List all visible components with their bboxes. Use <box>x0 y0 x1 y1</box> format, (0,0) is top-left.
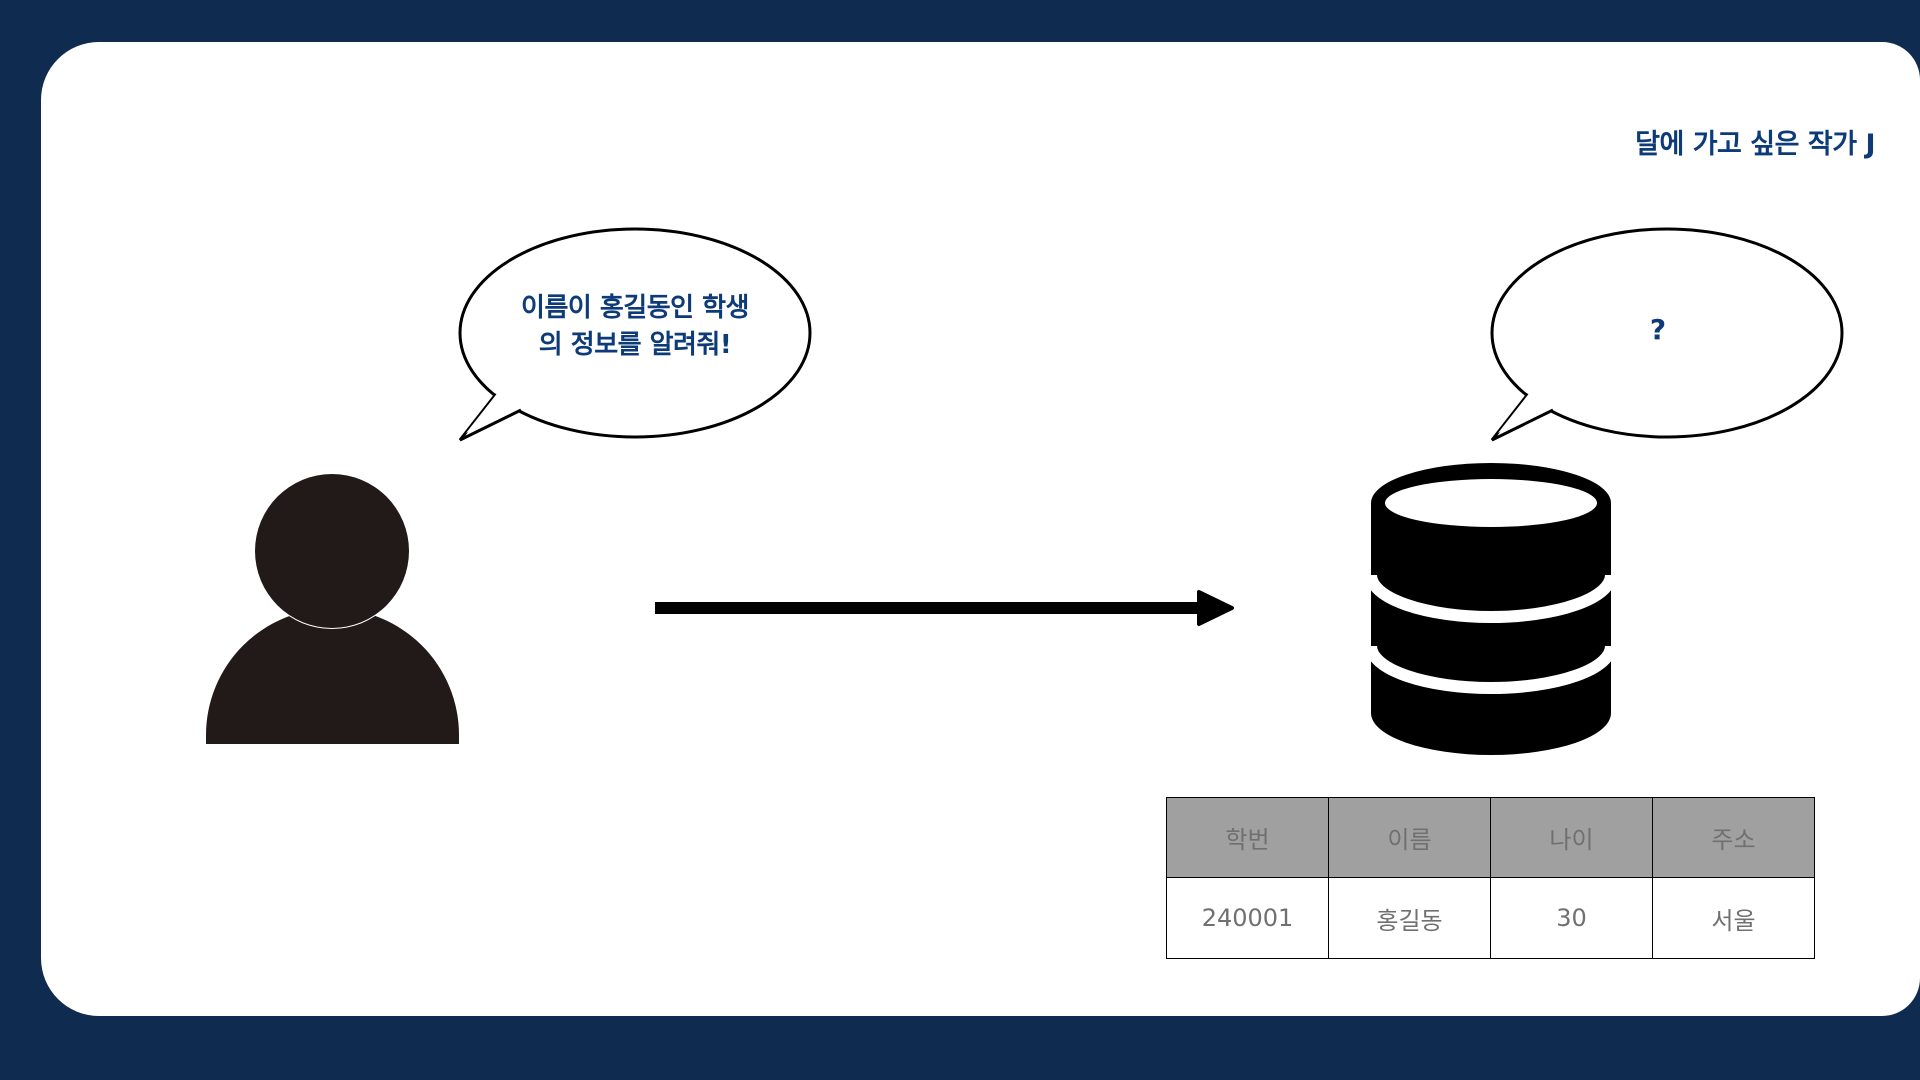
student-table: 학번 이름 나이 주소 240001 홍길동 30 서울 <box>1166 797 1815 959</box>
user-request-line-1: 이름이 홍길동인 학생 <box>521 293 749 323</box>
column-header-address: 주소 <box>1652 797 1815 878</box>
cell-student-id: 240001 <box>1166 877 1329 959</box>
column-header-student-id: 학번 <box>1166 797 1329 878</box>
database-response-text: ? <box>1649 313 1667 346</box>
person-icon <box>206 473 459 744</box>
column-header-name: 이름 <box>1328 797 1491 878</box>
column-header-age: 나이 <box>1490 797 1653 878</box>
cell-age: 30 <box>1490 877 1653 959</box>
database-icon <box>1365 463 1617 755</box>
arrow-right-icon <box>655 590 1234 626</box>
table-header-row: 학번 이름 나이 주소 <box>1166 797 1815 878</box>
user-request-line-2: 의 정보를 알려줘! <box>538 330 732 360</box>
cell-name: 홍길동 <box>1328 877 1491 959</box>
table-row: 240001 홍길동 30 서울 <box>1166 877 1815 959</box>
author-label: 달에 가고 싶은 작가 J <box>1635 129 1875 160</box>
speech-bubble-user <box>458 227 812 442</box>
user-request-text: 이름이 홍길동인 학생 의 정보를 알려줘! <box>470 290 800 364</box>
speech-bubble-database <box>1490 227 1844 442</box>
cell-address: 서울 <box>1652 877 1815 959</box>
